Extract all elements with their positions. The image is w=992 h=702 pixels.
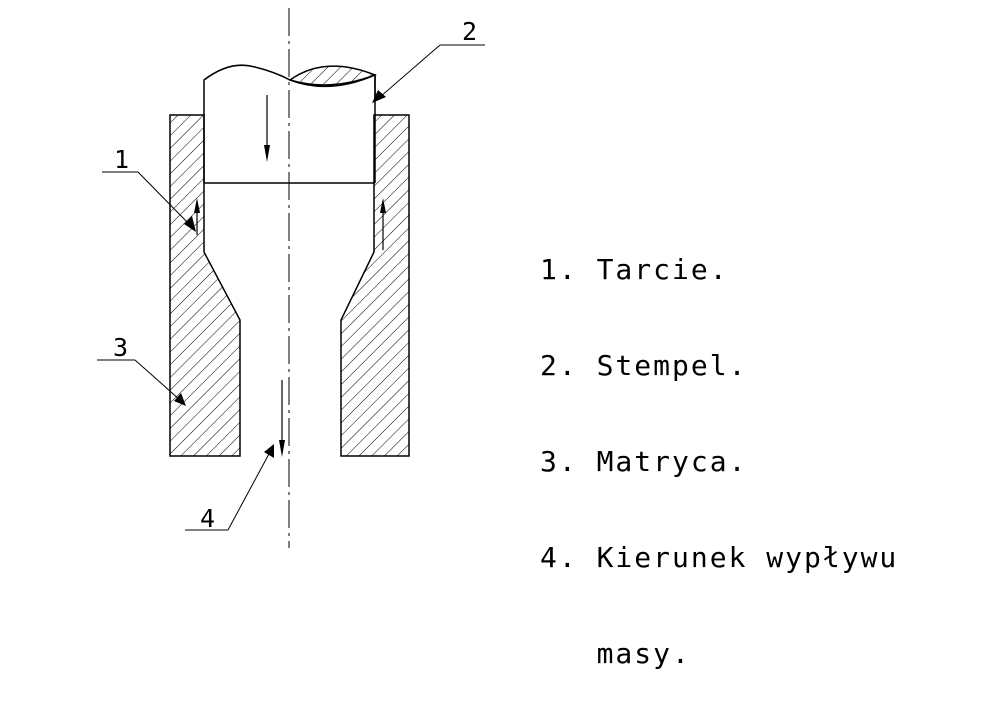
leader-4	[185, 444, 274, 531]
friction-arrow-right-icon	[380, 198, 386, 250]
legend: 1. Tarcie. 2. Stempel. 3. Matryca. 4. Ki…	[540, 190, 898, 702]
legend-item-punch: 2. Stempel.	[540, 349, 748, 382]
legend-item-flow-direction-cont: masy.	[540, 637, 691, 670]
outflow-arrow-icon	[279, 380, 285, 457]
die-right-wall	[340, 114, 410, 457]
callout-2: 2	[462, 17, 477, 46]
callout-1: 1	[114, 145, 129, 174]
leader-2	[372, 44, 485, 103]
legend-item-friction: 1. Tarcie.	[540, 253, 729, 286]
legend-item-die: 3. Matryca.	[540, 445, 748, 478]
callout-3: 3	[113, 333, 128, 362]
friction-arrow-left-icon	[194, 198, 200, 235]
legend-item-flow-direction: 4. Kierunek wypływu	[540, 541, 899, 574]
die-left-wall	[169, 114, 241, 457]
punch-section	[288, 65, 377, 88]
leader-3	[97, 359, 186, 406]
leader-1	[102, 171, 196, 232]
punch-motion-arrow-icon	[264, 95, 270, 162]
extrusion-diagram: 1 2 3 4	[97, 8, 485, 548]
callout-4: 4	[200, 504, 215, 533]
